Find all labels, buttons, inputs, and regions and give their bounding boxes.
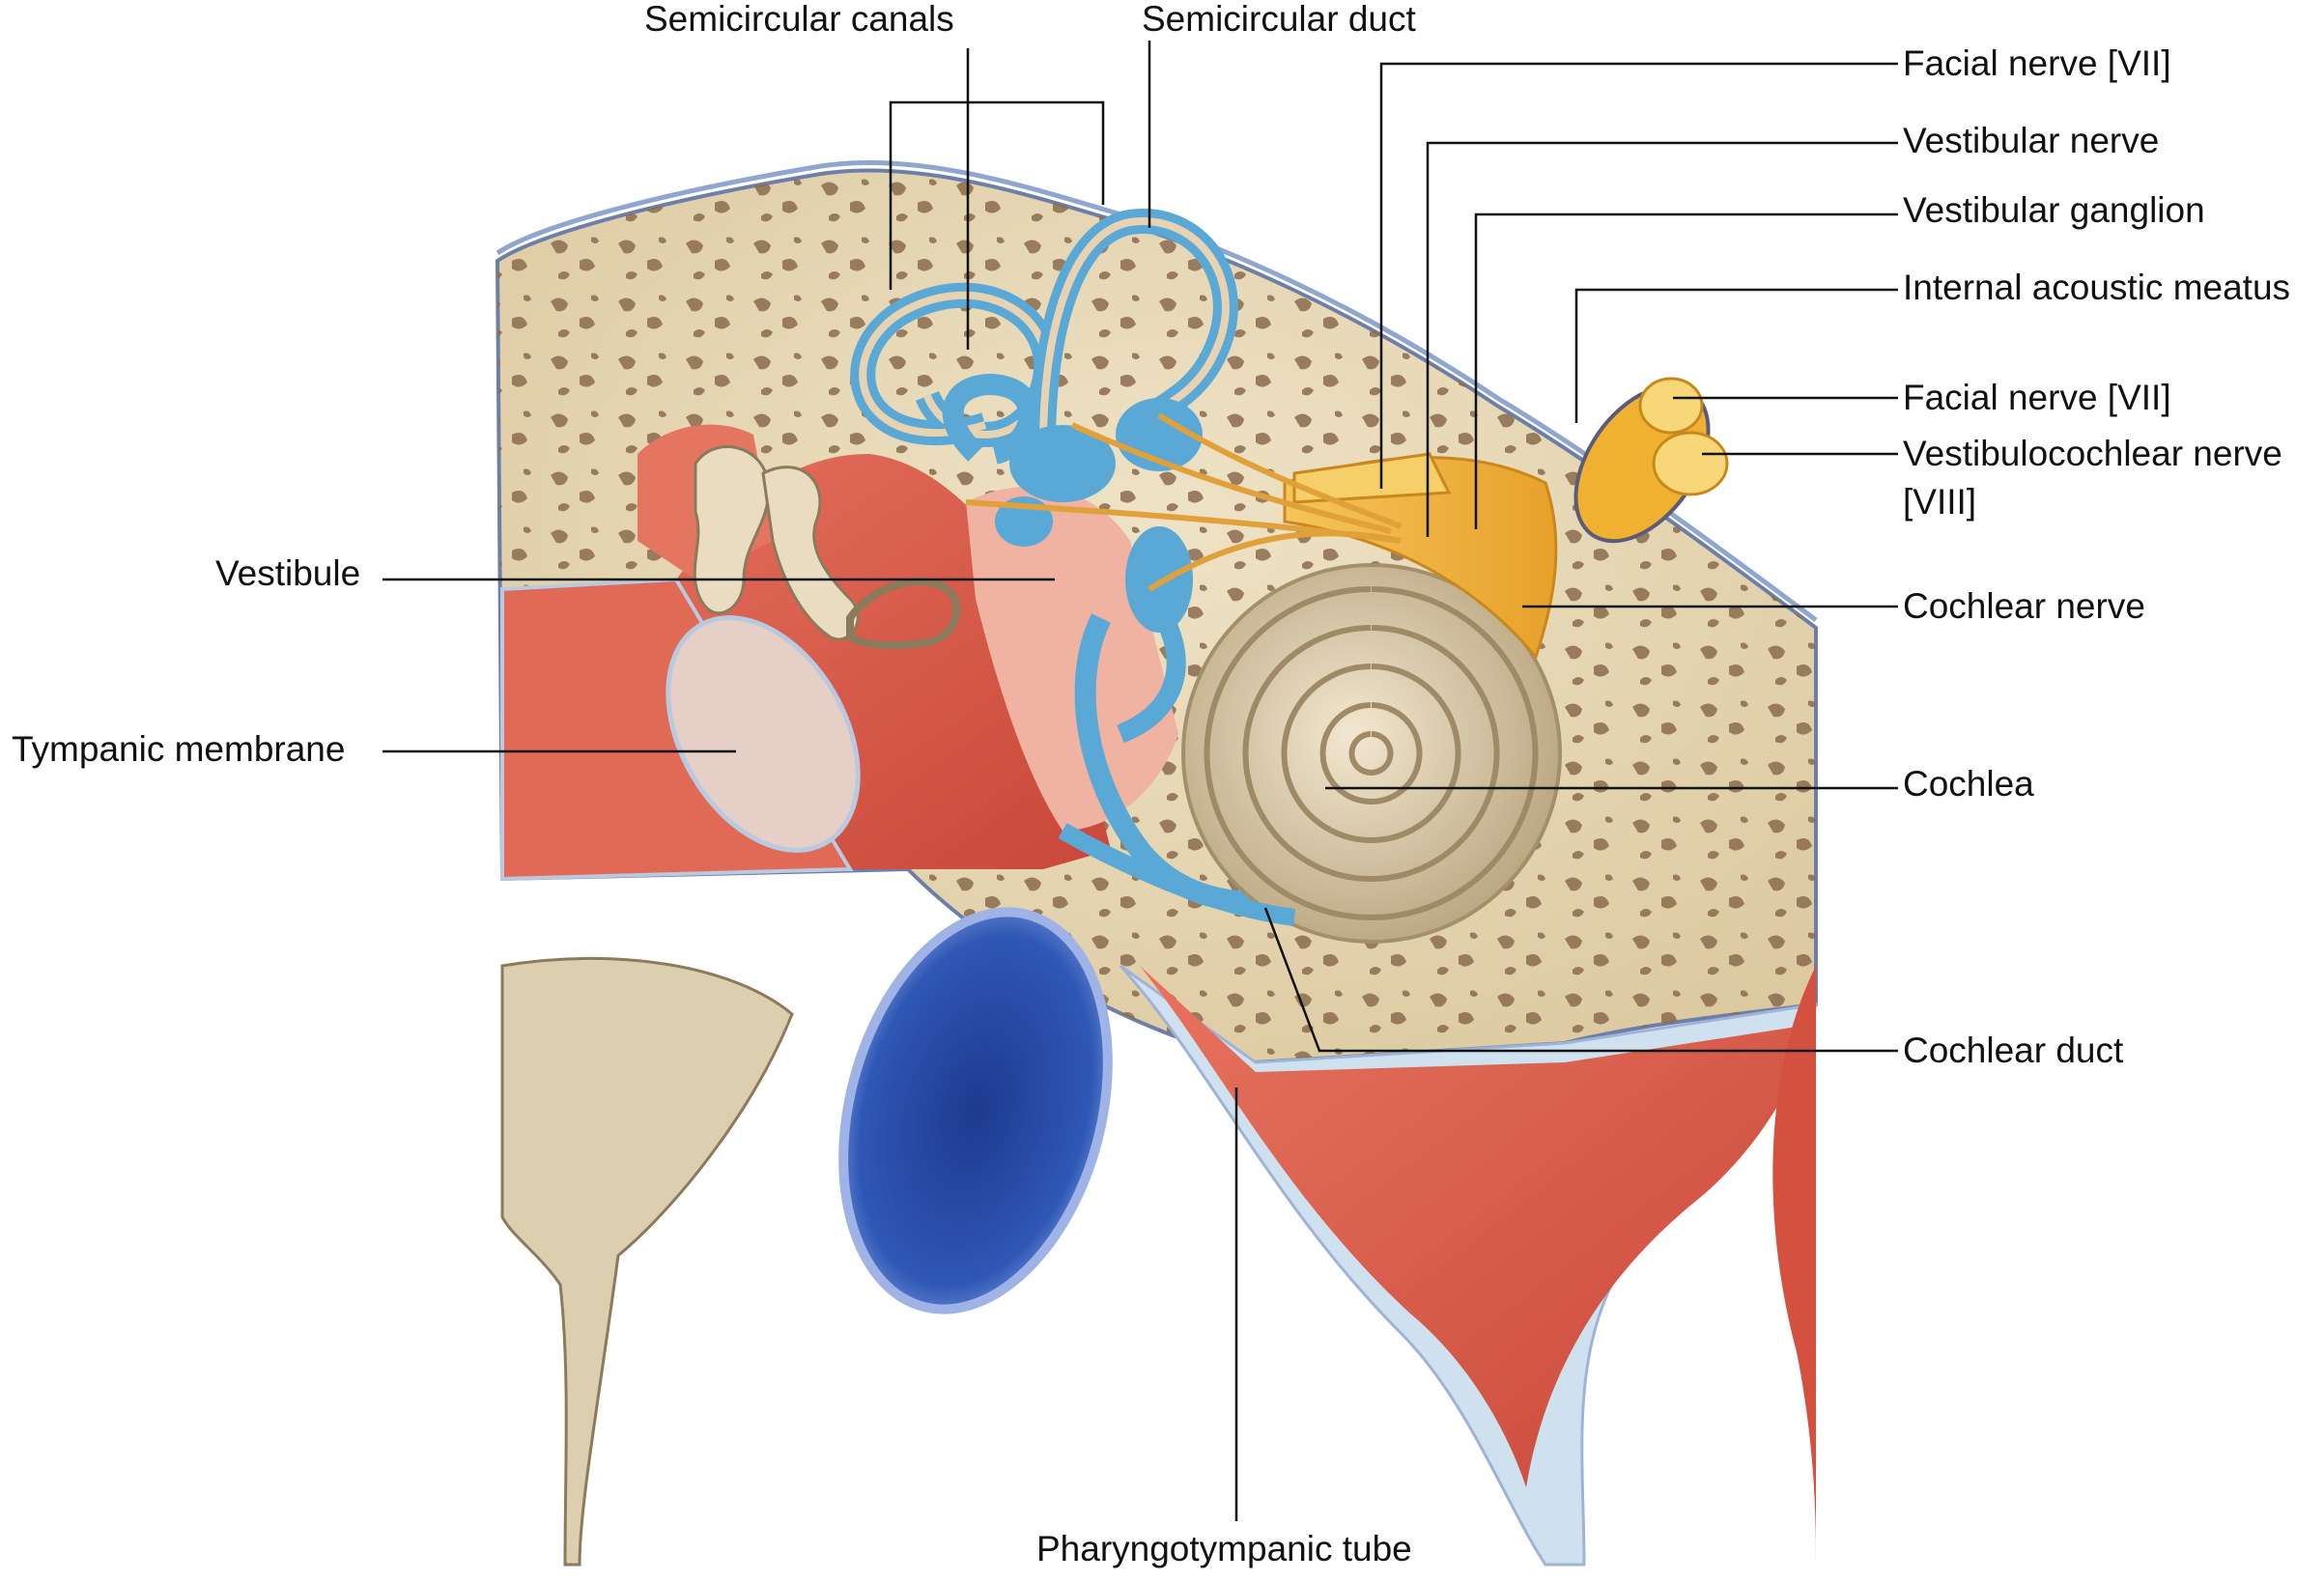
nerves [965,412,1558,661]
label-cochlea: Cochlea [1903,764,2034,804]
label-vestibulocochlear-nerve: Vestibulocochlear nerve [1903,434,2282,473]
label-facial-nerve-top: Facial nerve [VII] [1903,43,2171,83]
semicircular-canals-shape [850,209,1238,465]
tympanic-membrane-shape [666,615,861,853]
label-cochlear-nerve: Cochlear nerve [1903,586,2145,626]
label-internal-acoustic-meatus: Internal acoustic meatus [1903,268,2291,307]
ossicles [693,445,961,650]
leader-lines [383,41,1898,1521]
jugular-vessel [838,907,1113,1314]
cochlear-duct-shape [1058,823,1296,926]
label-pharyngotympanic-tube: Pharyngotympanic tube [1036,1529,1412,1568]
cochlea-shape [1181,563,1562,944]
label-semicircular-canals: Semicircular canals [644,0,954,39]
label-cochlear-duct: Cochlear duct [1903,1031,2124,1070]
nerve-stumps [1573,377,1729,544]
label-vestibulocochlear-nerve-suffix: [VIII] [1903,482,1977,522]
label-vestibular-ganglion: Vestibular ganglion [1903,190,2205,230]
label-facial-nerve-second: Facial nerve [VII] [1903,378,2171,417]
label-vestibular-nerve: Vestibular nerve [1903,121,2160,160]
pharyngotympanic-tube-shape [1119,964,1819,1567]
mastoid-styloid [500,956,794,1567]
label-tympanic-membrane: Tympanic membrane [12,729,346,769]
label-vestibule: Vestibule [215,553,361,593]
vestibule-region [966,486,1178,831]
label-semicircular-duct: Semicircular duct [1142,0,1416,39]
